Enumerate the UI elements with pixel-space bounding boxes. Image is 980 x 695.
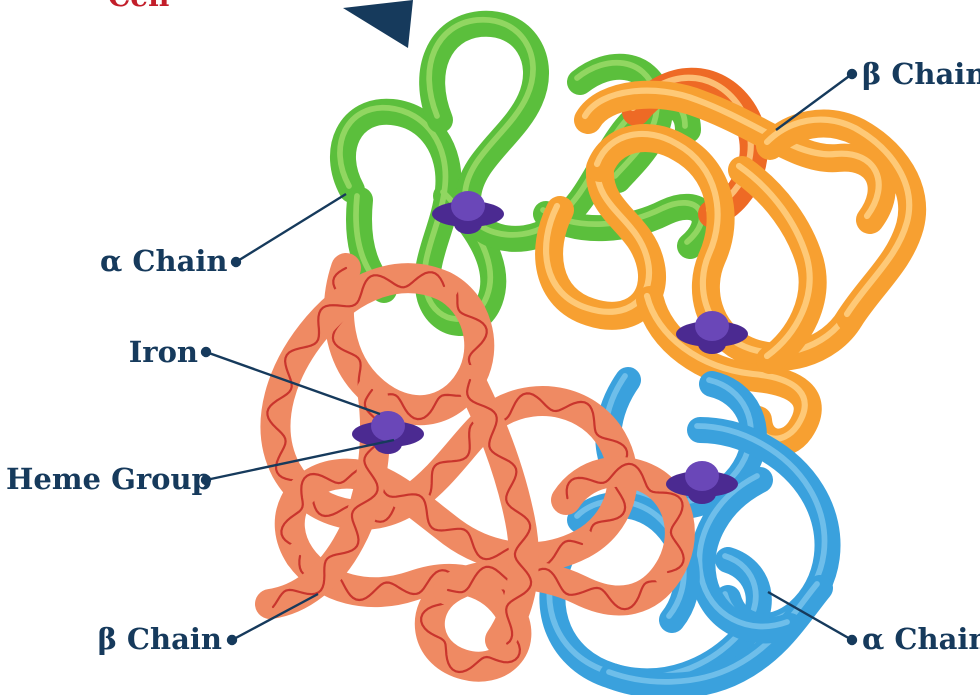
leader-alpha-left (236, 194, 346, 262)
pointer-arrow-icon (343, 0, 413, 48)
label-alpha-chain-bottom: α Chain (862, 622, 980, 656)
label-heme-group: Heme Group (6, 462, 196, 496)
label-iron: Iron (112, 335, 198, 369)
iron-icon (371, 411, 405, 441)
label-beta-chain-bottom: β Chain (94, 622, 222, 656)
leader-dot-alpha-left (232, 258, 240, 266)
leader-dot-beta-bottom (228, 636, 236, 644)
iron-icon (685, 461, 719, 491)
top-partial-title: Cell (108, 0, 169, 12)
leader-dot-iron (202, 348, 210, 356)
iron-icon (451, 191, 485, 221)
label-beta-chain-top: β Chain (862, 57, 980, 91)
leader-dot-beta-top (848, 70, 856, 78)
label-alpha-chain-left: α Chain (100, 244, 226, 278)
leader-dot-alpha-bottom (848, 636, 856, 644)
iron-icon (695, 311, 729, 341)
